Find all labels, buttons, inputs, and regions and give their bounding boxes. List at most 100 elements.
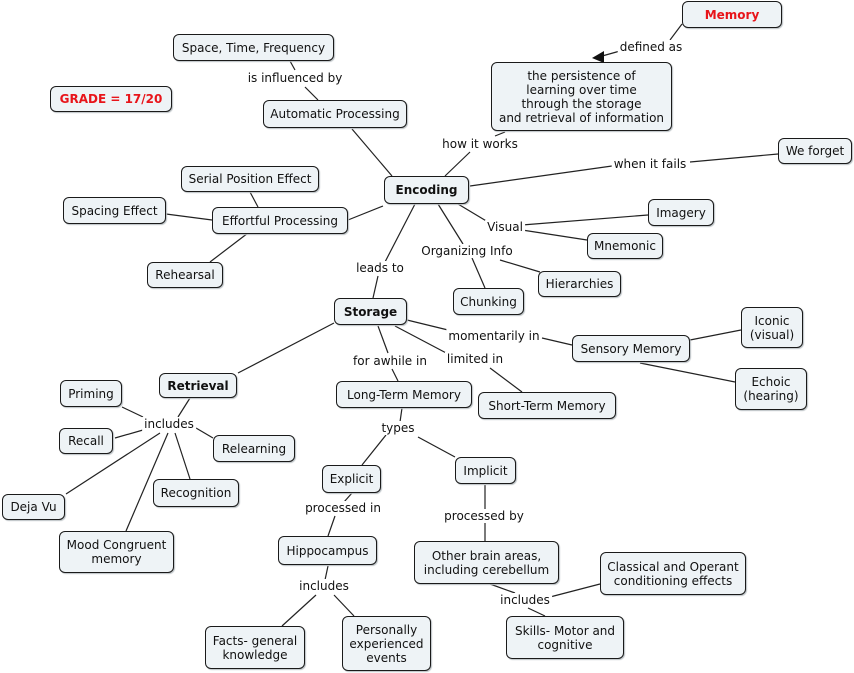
node-storage[interactable]: Storage (334, 298, 407, 325)
edge-sensory-echoic (639, 362, 736, 383)
node-skills-motor-cognitive[interactable]: Skills- Motor and cognitive (506, 616, 624, 659)
edge-includes-recall (114, 429, 144, 439)
edge-includes-priming (121, 406, 144, 418)
edge-includes-dejavu (65, 432, 161, 495)
edge-foraw-longterm (391, 368, 399, 382)
node-rehearsal[interactable]: Rehearsal (147, 262, 223, 288)
label-processed-in: processed in (303, 501, 383, 515)
node-hippocampus[interactable]: Hippocampus (278, 536, 377, 565)
edge-encoding-visual (457, 203, 489, 223)
node-classical-operant[interactable]: Classical and Operant conditioning effec… (600, 552, 746, 595)
node-hierarchies[interactable]: Hierarchies (538, 271, 621, 297)
edge-includes-classical (549, 583, 601, 598)
edge-encoding-organizing (437, 203, 464, 245)
label-other-includes: includes (498, 593, 552, 607)
node-facts-general-knowledge[interactable]: Facts- general knowledge (205, 626, 305, 669)
node-personally-experienced-events[interactable]: Personally experienced events (342, 616, 431, 671)
node-implicit[interactable]: Implicit (455, 457, 516, 484)
label-types: types (379, 421, 417, 435)
edge-storage-retrieval (237, 322, 335, 374)
node-space-time-frequency[interactable]: Space, Time, Frequency (173, 34, 334, 61)
label-processed-by: processed by (442, 509, 526, 523)
edge-retrieval-includes (177, 397, 191, 418)
label-visual: Visual (485, 220, 525, 234)
label-how-it-works: how it works (440, 137, 520, 151)
node-spacing-effect[interactable]: Spacing Effect (63, 197, 166, 224)
node-imagery[interactable]: Imagery (648, 199, 714, 226)
label-retrieval-includes: includes (142, 417, 196, 431)
edge-momentarily-sensory (541, 337, 573, 346)
node-mood-congruent-memory[interactable]: Mood Congruent memory (59, 531, 174, 573)
edge-hippocampus-includes (324, 565, 329, 581)
arrowhead-icon (592, 51, 604, 63)
node-recognition[interactable]: Recognition (153, 479, 239, 507)
edge-sensory-iconic (689, 329, 742, 341)
edge-includes-facts (281, 594, 317, 627)
node-priming[interactable]: Priming (60, 380, 122, 407)
edge-explicit-processedin (343, 492, 353, 503)
edge-storage-foraw (377, 325, 389, 354)
node-recall[interactable]: Recall (59, 428, 113, 454)
node-memory[interactable]: Memory (682, 1, 782, 28)
label-defined-as: defined as (617, 40, 685, 54)
label-for-awhile-in: for awhile in (351, 354, 429, 368)
node-encoding[interactable]: Encoding (384, 176, 469, 204)
edge-automatic-encoding (351, 128, 393, 177)
edge-encoding-howitworks (444, 151, 471, 177)
node-explicit[interactable]: Explicit (322, 465, 381, 493)
edge-memory-defined-as (669, 23, 683, 41)
edge-storage-limited (394, 325, 451, 356)
edge-howitworks-definition (494, 131, 506, 137)
edge-rehearsal-effortful (209, 232, 249, 263)
edge-includes-relearning (195, 427, 214, 439)
node-chunking[interactable]: Chunking (453, 288, 524, 315)
edge-other-includes (489, 583, 516, 594)
label-is-influenced-by: is influenced by (245, 71, 345, 85)
edge-visual-mnemonic (521, 229, 588, 241)
edge-limited-shortterm (489, 367, 523, 393)
edge-encoding-whenfails (469, 165, 613, 187)
node-relearning[interactable]: Relearning (213, 435, 295, 462)
node-retrieval[interactable]: Retrieval (159, 373, 237, 398)
edge-longterm-types (399, 407, 403, 423)
node-effortful-processing[interactable]: Effortful Processing (212, 207, 348, 234)
node-short-term-memory[interactable]: Short-Term Memory (478, 392, 616, 419)
edge-encoding-effortful (347, 205, 384, 221)
edge-leadsto-storage (372, 275, 379, 299)
label-leads-to: leads to (354, 261, 406, 275)
node-sensory-memory[interactable]: Sensory Memory (572, 335, 690, 362)
node-echoic[interactable]: Echoic (hearing) (735, 368, 807, 410)
label-momentarily-in: momentarily in (446, 329, 542, 343)
edge-serial-effortful (249, 191, 259, 208)
node-deja-vu[interactable]: Deja Vu (2, 494, 65, 520)
edge-encoding-leadsto (384, 203, 416, 263)
node-iconic[interactable]: Iconic (visual) (741, 307, 803, 348)
edge-influenced-automatic (304, 86, 319, 101)
node-other-brain-areas[interactable]: Other brain areas, including cerebellum (414, 541, 559, 584)
label-organizing-info: Organizing Info (419, 244, 515, 258)
edge-includes-recognition (174, 432, 191, 480)
edge-storage-momentarily (406, 319, 449, 331)
edge-whenfails-weforget (689, 153, 779, 163)
edge-types-explicit (361, 434, 387, 466)
edge-processedin-hippocampus (327, 515, 336, 537)
edge-space-influenced (289, 60, 296, 71)
label-when-it-fails: when it fails (611, 157, 689, 171)
edge-organizing-chunking (471, 257, 486, 289)
label-limited-in: limited in (444, 352, 506, 366)
node-definition[interactable]: the persistence of learning over time th… (491, 62, 672, 131)
grade-badge: GRADE = 17/20 (50, 86, 172, 112)
label-hippocampus-includes: includes (297, 579, 351, 593)
node-mnemonic[interactable]: Mnemonic (587, 233, 663, 259)
edge-visual-imagery (521, 214, 649, 226)
node-we-forget[interactable]: We forget (778, 138, 852, 164)
node-long-term-memory[interactable]: Long-Term Memory (336, 381, 472, 408)
edge-includes-personal (333, 594, 355, 617)
edge-includes-mood (125, 432, 169, 532)
node-serial-position-effect[interactable]: Serial Position Effect (181, 166, 319, 192)
edge-types-implicit (417, 436, 456, 458)
edge-spacing-effortful (165, 213, 213, 221)
edge-includes-skills (527, 607, 546, 617)
node-automatic-processing[interactable]: Automatic Processing (263, 100, 407, 128)
